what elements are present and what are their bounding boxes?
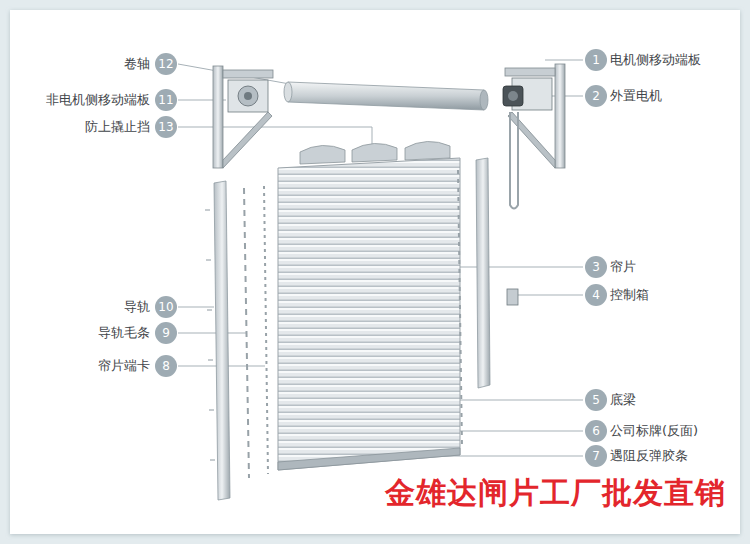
part-name: 外置电机	[610, 88, 662, 104]
right-guide-rail	[458, 158, 490, 448]
left-guide-rail	[205, 181, 230, 500]
part-name: 防上撬止挡	[85, 119, 150, 135]
rail-brush	[244, 188, 249, 478]
part-name: 导轨	[124, 299, 150, 315]
slat-end-caps	[264, 186, 268, 474]
part-name: 帘片端卡	[98, 358, 150, 374]
part-name: 卷轴	[124, 56, 150, 72]
curtain	[278, 158, 460, 470]
part-name: 遇阻反弹胶条	[610, 448, 688, 464]
part-name: 公司标牌(反面)	[610, 423, 698, 439]
callout-number: 4	[585, 284, 607, 306]
control-box	[507, 289, 518, 305]
callout-number: 2	[585, 85, 607, 107]
part-name: 底梁	[610, 392, 636, 408]
callout-number: 6	[585, 420, 607, 442]
part-name: 帘片	[610, 259, 636, 275]
motor	[503, 86, 523, 106]
panel	[10, 10, 740, 534]
callout-number: 1	[585, 49, 607, 71]
part-name: 控制箱	[610, 287, 649, 303]
part-name: 导轨毛条	[98, 325, 150, 341]
roller-tube	[284, 82, 488, 110]
watermark: 金雄达闸片工厂批发直销	[385, 475, 726, 511]
callout-number: 5	[585, 389, 607, 411]
callout-number: 10	[155, 296, 177, 318]
left-end-plate	[213, 66, 273, 168]
right-end-plate	[503, 64, 565, 209]
bottom-beam	[278, 448, 460, 470]
callout-number: 9	[155, 322, 177, 344]
callout-number: 3	[585, 256, 607, 278]
callout-number: 7	[585, 445, 607, 467]
callout-number: 13	[155, 116, 177, 138]
part-name: 非电机侧移动端板	[46, 92, 150, 108]
callout-number: 11	[155, 89, 177, 111]
callout-number: 12	[155, 53, 177, 75]
callout-number: 8	[155, 355, 177, 377]
part-name: 电机侧移动端板	[610, 52, 701, 68]
